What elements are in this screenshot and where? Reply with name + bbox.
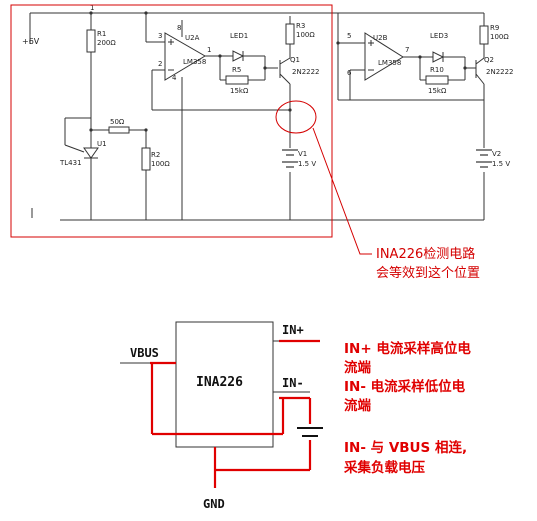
- u2a-pin-v: 8: [177, 24, 181, 32]
- highlight-rect: [10, 4, 333, 238]
- schematic-wires: [29, 12, 485, 221]
- annotation-line-2: 会等效到这个位置: [376, 265, 480, 281]
- r2-value: 100Ω: [151, 160, 170, 168]
- opamp-signs: [168, 39, 374, 71]
- q1-name: Q1: [290, 56, 300, 64]
- u2b-pin-out: 7: [405, 46, 409, 54]
- r5-value: 15kΩ: [230, 87, 249, 95]
- annotation-line-1: INA226检测电路: [376, 246, 475, 262]
- u2a-name: U2A: [185, 34, 200, 42]
- u2b-pin-minus: 6: [347, 69, 352, 77]
- led3-symbol: [432, 51, 445, 63]
- batteries: [282, 149, 492, 168]
- u2b-name: U2B: [373, 34, 388, 42]
- led1-symbol: [232, 50, 245, 62]
- v2-name: V2: [492, 150, 501, 158]
- transistors: [279, 57, 485, 85]
- u1-name: U1: [97, 140, 107, 148]
- u2a-pin-out: 1: [207, 46, 211, 54]
- resistor-r1: [86, 29, 96, 53]
- r9-value: 100Ω: [490, 33, 509, 41]
- r10-value: 15kΩ: [428, 87, 447, 95]
- resistors: [86, 23, 489, 171]
- r3-value: 100Ω: [296, 31, 315, 39]
- note-1-line-2: 流端: [344, 359, 371, 376]
- resistor-r2: [141, 147, 151, 171]
- leds: [232, 50, 445, 63]
- q2-name: Q2: [484, 56, 494, 64]
- ina226-chip: [175, 321, 274, 448]
- supply-label: +6V: [22, 37, 40, 46]
- resistor-r5: [225, 75, 249, 85]
- note-1-line-1: IN+ 电流采样高位电: [344, 340, 471, 357]
- u2a-pin-gnd: 4: [172, 74, 177, 82]
- u2a-pin-minus: 2: [158, 60, 162, 68]
- ina-battery: [297, 427, 323, 437]
- note-2-line-1: IN- 电流采样低位电: [344, 378, 466, 395]
- ina-red-wires: [150, 339, 320, 488]
- gnd-label: GND: [203, 497, 225, 511]
- q1-part: 2N2222: [292, 68, 320, 76]
- r-mid-value: 50Ω: [110, 118, 125, 126]
- annotation-leader: [312, 127, 372, 255]
- in-plus-label: IN+: [282, 323, 304, 337]
- v2-value: 1.5 V: [492, 160, 510, 168]
- q2-part: 2N2222: [486, 68, 514, 76]
- led1-name: LED1: [230, 32, 248, 40]
- u2a-part: LM358: [183, 58, 206, 66]
- node-1-label: 1: [90, 4, 94, 12]
- resistor-r9: [479, 25, 489, 45]
- v1-name: V1: [298, 150, 307, 158]
- vbus-label: VBUS: [130, 346, 159, 360]
- u2b-pin-plus: 5: [347, 32, 351, 40]
- junction-dots: [89, 11, 467, 132]
- note-3-line-1: IN- 与 VBUS 相连,: [344, 439, 467, 456]
- r3-name: R3: [296, 22, 305, 30]
- u2a-pin-plus: 3: [158, 32, 162, 40]
- r9-name: R9: [490, 24, 499, 32]
- r2-name: R2: [151, 151, 160, 159]
- opamps: [164, 32, 404, 81]
- resistor-r-mid: [108, 126, 130, 134]
- led3-name: LED3: [430, 32, 448, 40]
- in-minus-label: IN-: [282, 376, 304, 390]
- highlight-circle: [275, 100, 317, 134]
- note-2-line-2: 流端: [344, 397, 371, 414]
- u2b-part: LM358: [378, 59, 401, 67]
- r5-name: R5: [232, 66, 241, 74]
- u1-part: TL431: [59, 159, 82, 167]
- v1-value: 1.5 V: [298, 160, 316, 168]
- resistor-r3: [285, 23, 295, 45]
- r1-value: 200Ω: [97, 39, 116, 47]
- note-3-line-2: 采集负载电压: [344, 459, 425, 476]
- opamp-u2b: [364, 32, 404, 81]
- opamp-u2a: [164, 32, 206, 81]
- ina226-label: INA226: [196, 375, 243, 390]
- r1-name: R1: [97, 30, 106, 38]
- tl431-symbol: [64, 144, 99, 159]
- r10-name: R10: [430, 66, 444, 74]
- resistor-r10: [425, 75, 449, 85]
